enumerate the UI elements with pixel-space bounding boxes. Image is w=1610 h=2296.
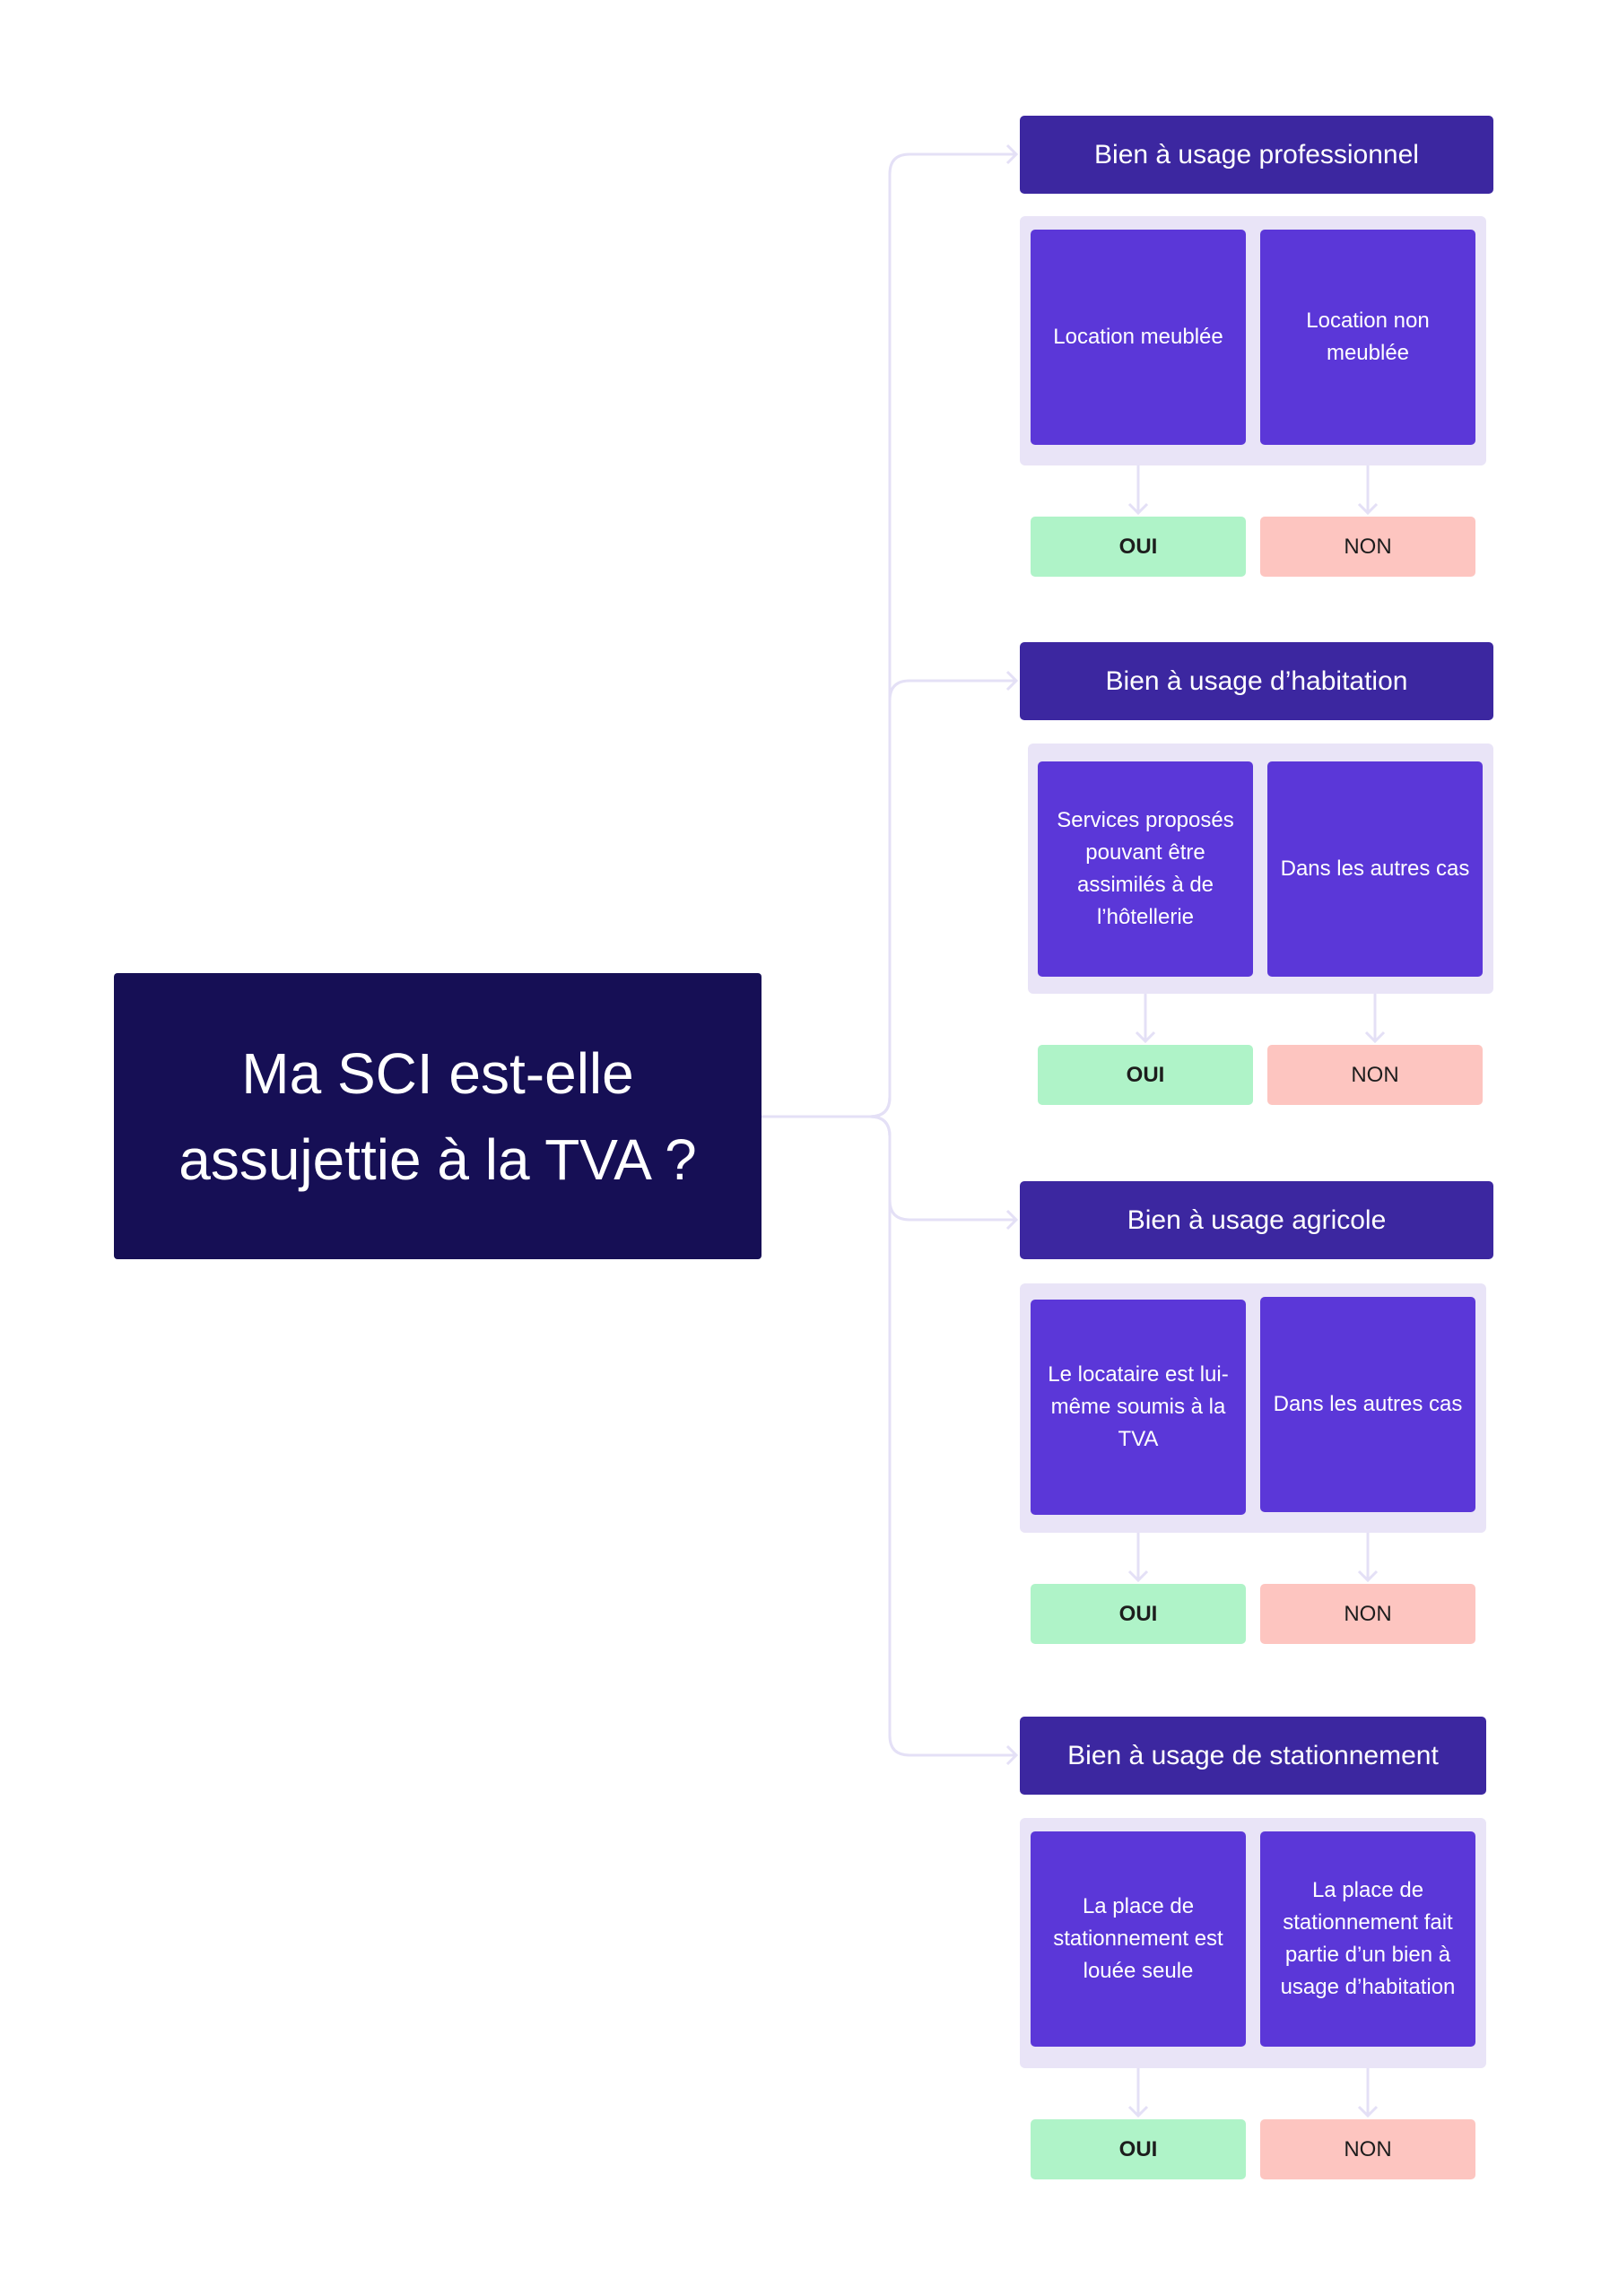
answer-non: NON xyxy=(1260,2119,1475,2179)
arrow-head-icon xyxy=(1005,670,1019,691)
arrow-down-icon xyxy=(1127,502,1149,516)
case-card-label: La place de stationnement fait partie d’… xyxy=(1280,1878,1456,1999)
branch-connector xyxy=(869,152,1016,1118)
case-card-label: Le locataire est lui-même soumis à la TV… xyxy=(1048,1362,1229,1451)
case-card: Location meublée xyxy=(1031,230,1246,445)
case-card-label: Location meublée xyxy=(1053,325,1223,349)
section-header: Bien à usage professionnel xyxy=(1020,116,1493,194)
arrow-head-icon xyxy=(1005,1209,1019,1231)
main-question-text: Ma SCI est-elle assujettie à la TVA ? xyxy=(178,1040,697,1192)
case-card: Location non meublée xyxy=(1260,230,1475,445)
branch-connector xyxy=(869,1115,1016,1757)
arrow-head-icon xyxy=(1005,1744,1019,1766)
answer-oui-label: OUI xyxy=(1118,534,1158,559)
answer-non: NON xyxy=(1260,517,1475,577)
answer-oui: OUI xyxy=(1031,2119,1246,2179)
case-card: Dans les autres cas xyxy=(1260,1297,1475,1512)
answer-non: NON xyxy=(1260,1584,1475,1644)
answer-non-label: NON xyxy=(1344,534,1392,559)
case-card-label: Location non meublée xyxy=(1306,309,1430,365)
answer-oui: OUI xyxy=(1031,517,1246,577)
answer-non-label: NON xyxy=(1344,2136,1392,2161)
case-card-label: La place de stationnement est louée seul… xyxy=(1053,1894,1223,1983)
section-header: Bien à usage de stationnement xyxy=(1020,1717,1486,1795)
section-header-label: Bien à usage agricole xyxy=(1127,1205,1387,1235)
section-header-label: Bien à usage de stationnement xyxy=(1067,1740,1439,1770)
answer-oui: OUI xyxy=(1031,1584,1246,1644)
section-header: Bien à usage d’habitation xyxy=(1020,642,1493,720)
section-header: Bien à usage agricole xyxy=(1020,1181,1493,1259)
arrow-head-icon xyxy=(1005,144,1019,165)
answer-non-label: NON xyxy=(1344,1601,1392,1626)
main-question: Ma SCI est-elle assujettie à la TVA ? xyxy=(114,973,761,1259)
arrow-down-icon xyxy=(1357,2105,1379,2118)
answer-oui: OUI xyxy=(1038,1045,1253,1105)
arrow-down-icon xyxy=(1357,502,1379,516)
arrow-down-icon xyxy=(1357,1570,1379,1583)
branch-connector xyxy=(869,679,1016,1118)
answer-oui-label: OUI xyxy=(1126,1062,1165,1087)
arrow-down-icon xyxy=(1364,1031,1386,1044)
case-card-label: Dans les autres cas xyxy=(1280,857,1470,881)
case-card: Dans les autres cas xyxy=(1267,761,1483,977)
case-card-label: Dans les autres cas xyxy=(1273,1392,1463,1416)
section-header-label: Bien à usage d’habitation xyxy=(1105,665,1408,696)
case-card: La place de stationnement fait partie d’… xyxy=(1260,1831,1475,2047)
case-card-label: Services proposés pouvant être assimilés… xyxy=(1057,808,1234,929)
case-card: Le locataire est lui-même soumis à la TV… xyxy=(1031,1300,1246,1515)
answer-oui-label: OUI xyxy=(1118,1601,1158,1626)
answer-oui-label: OUI xyxy=(1118,2136,1158,2161)
arrow-down-icon xyxy=(1127,2105,1149,2118)
arrow-down-icon xyxy=(1127,1570,1149,1583)
answer-non-label: NON xyxy=(1351,1062,1399,1087)
section-header-label: Bien à usage professionnel xyxy=(1094,139,1419,170)
answer-non: NON xyxy=(1267,1045,1483,1105)
branch-connector xyxy=(869,1115,1016,1222)
case-card: La place de stationnement est louée seul… xyxy=(1031,1831,1246,2047)
arrow-down-icon xyxy=(1135,1031,1156,1044)
case-card: Services proposés pouvant être assimilés… xyxy=(1038,761,1253,977)
